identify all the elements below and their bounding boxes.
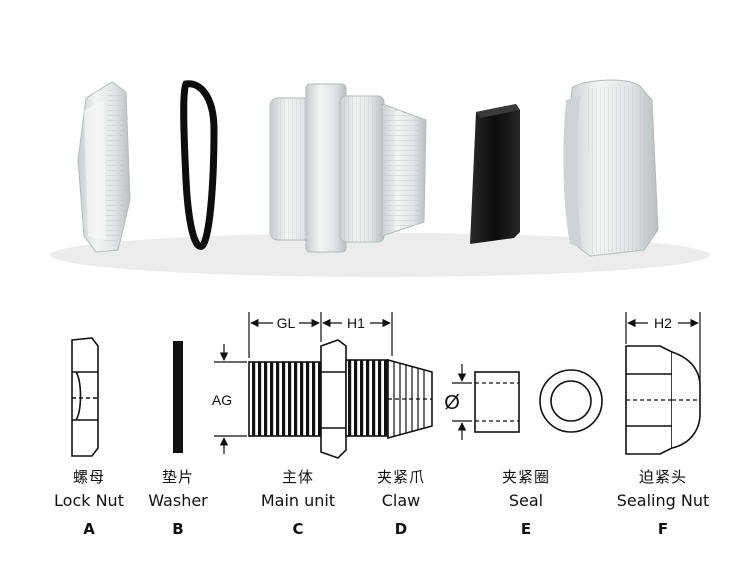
part-e-english-name: Seal: [508, 491, 544, 510]
dimension-h1-label: H1: [347, 315, 365, 331]
drawing-claw: [387, 358, 433, 440]
part-a-letter: A: [83, 520, 95, 538]
photo-seal: [470, 104, 520, 244]
parts-photo: [50, 79, 710, 277]
part-f-letter: F: [657, 520, 669, 538]
dimension-gl-h1: [248, 312, 393, 358]
part-f-chinese-name: 迫紧头: [638, 468, 687, 486]
technical-drawing: GL H1 AG Ø H2: [71, 312, 701, 459]
part-a-chinese-name: 螺母: [72, 468, 105, 486]
floor-shadow: [50, 233, 710, 277]
dimension-gl-label: GL: [277, 315, 296, 331]
drawing-washer: [173, 341, 183, 453]
drawing-lock-nut: [71, 337, 99, 457]
part-d-letter: D: [394, 520, 408, 538]
photo-lock-nut: [77, 81, 131, 253]
part-d-english-name: Claw: [381, 491, 421, 510]
part-d-chinese-name: 夹紧爪: [376, 468, 425, 486]
part-f-english-name: Sealing Nut: [616, 491, 710, 510]
part-e-chinese-name: 夹紧圈: [501, 468, 550, 486]
part-b-english-name: Washer: [148, 491, 208, 510]
part-b-chinese-name: 垫片: [161, 468, 194, 486]
dimension-ag: [214, 344, 247, 454]
drawing-seal: [474, 369, 603, 433]
part-a-english-name: Lock Nut: [54, 491, 124, 510]
part-e-letter: E: [520, 520, 532, 538]
dimension-diameter: [452, 364, 472, 440]
photo-sealing-nut: [563, 79, 659, 257]
part-c-chinese-name: 主体: [281, 468, 314, 486]
dimension-ag-label: AG: [212, 392, 232, 408]
photo-main-body: [269, 83, 427, 253]
photo-washer: [180, 80, 218, 250]
part-c-letter: C: [292, 520, 304, 538]
drawing-sealing-nut: [625, 345, 701, 455]
part-b-letter: B: [172, 520, 184, 538]
part-c-english-name: Main unit: [260, 491, 336, 510]
dimension-h2-label: H2: [654, 315, 672, 331]
dimension-diameter-label: Ø: [444, 392, 460, 414]
drawing-main-unit: [248, 339, 389, 459]
dimension-h2: [625, 312, 701, 386]
